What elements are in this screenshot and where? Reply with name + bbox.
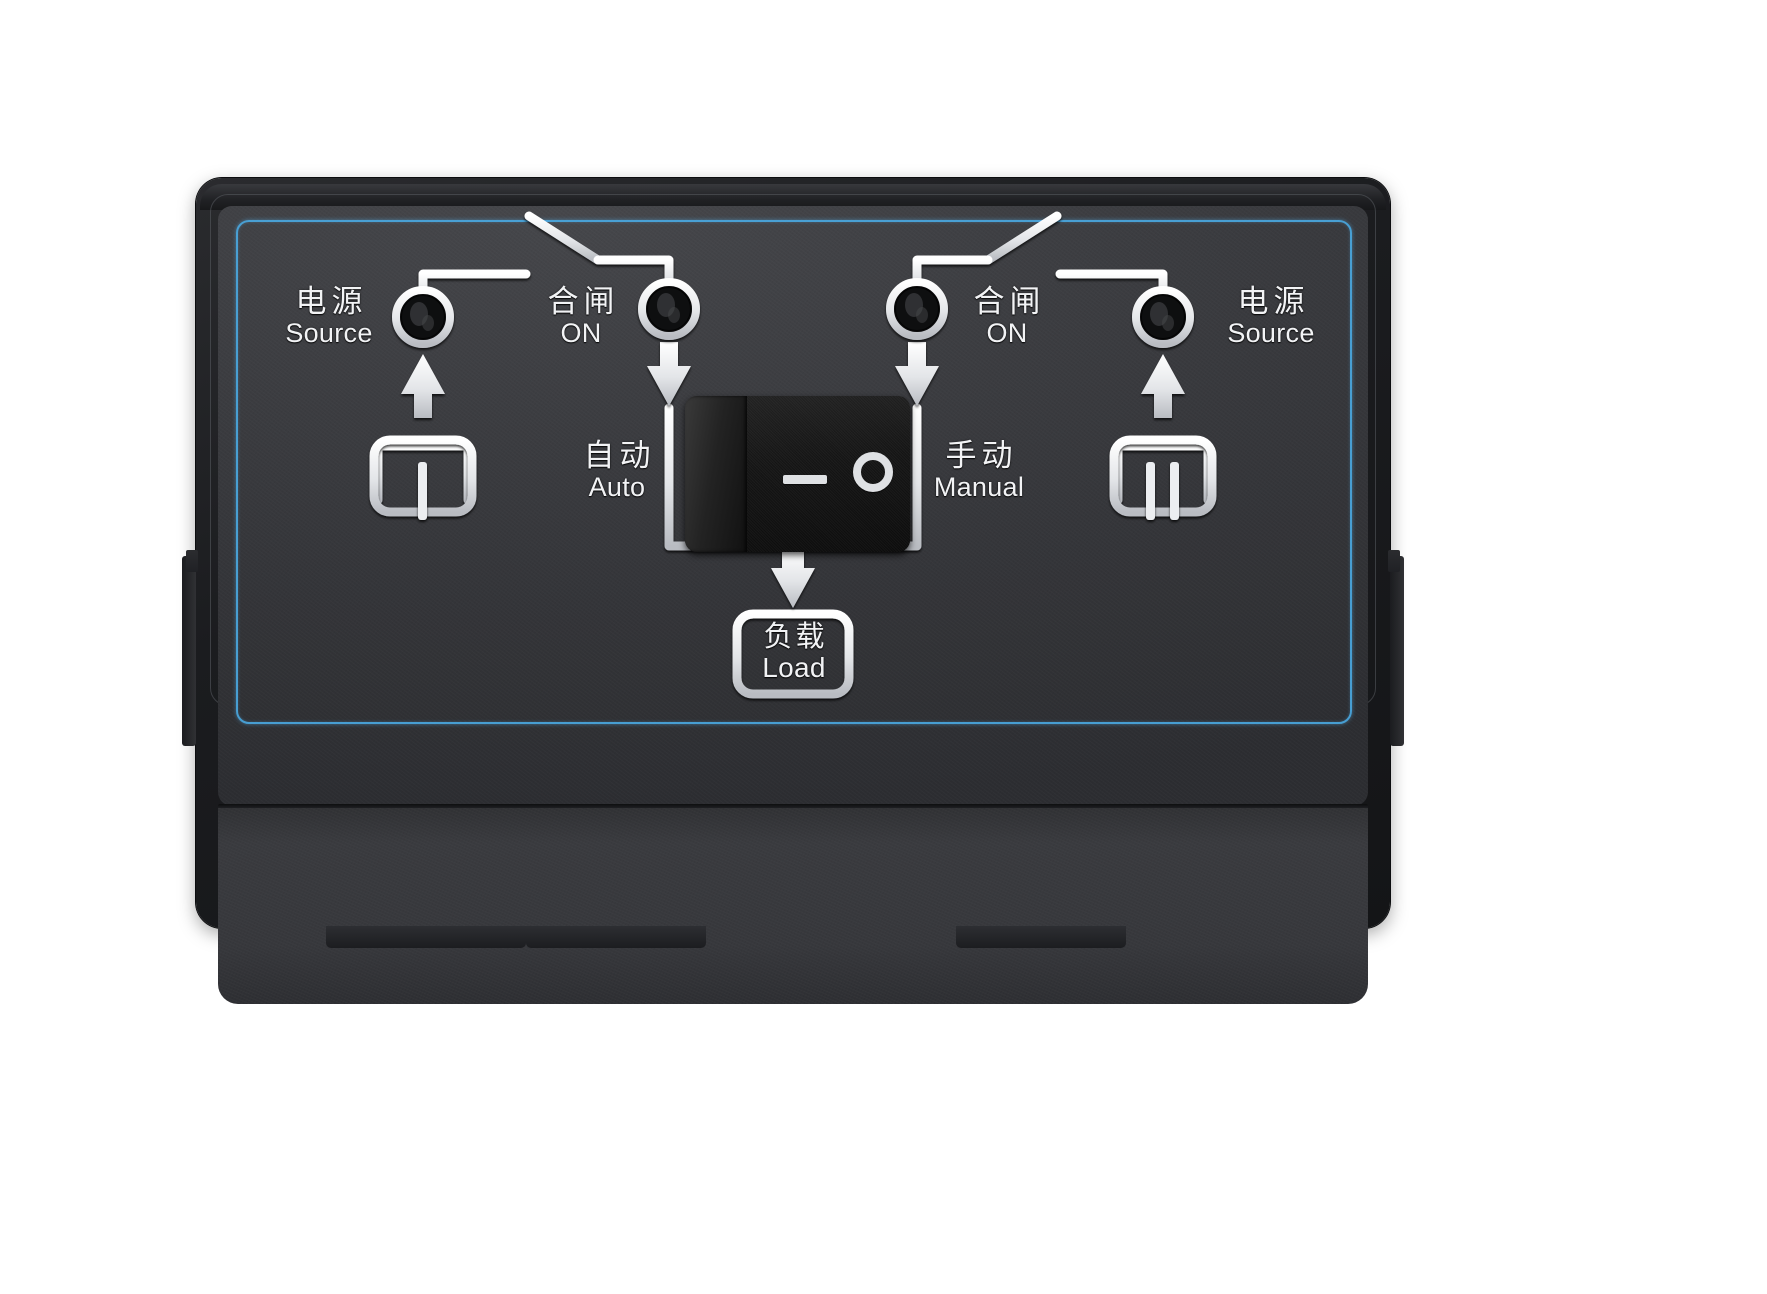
supply-box-two bbox=[1113, 441, 1213, 505]
one-line-diagram bbox=[369, 202, 1217, 699]
side-notch-left bbox=[186, 550, 198, 572]
supply-box-two-outline bbox=[1109, 435, 1217, 517]
arrow-up-source-one bbox=[401, 354, 445, 418]
rocker-dash-icon bbox=[783, 475, 827, 484]
housing-seam bbox=[218, 804, 1368, 809]
side-ear-left bbox=[182, 556, 196, 746]
supply-two-glyph-b bbox=[1170, 462, 1179, 520]
rocker-left-paddle[interactable] bbox=[685, 396, 747, 552]
led-group bbox=[392, 278, 1194, 348]
ats-controller-device: 电源 Source 合闸 ON 自动 Auto 手动 Manual 合闸 ON … bbox=[182, 178, 1404, 1004]
bottom-tab-mid-right bbox=[956, 926, 1126, 948]
arrow-up-source-two bbox=[1141, 354, 1185, 418]
lower-housing bbox=[218, 808, 1368, 1004]
supply-two-glyph-a bbox=[1146, 462, 1155, 520]
load-box-outline bbox=[732, 609, 854, 699]
arrow-down-on-two bbox=[895, 342, 939, 406]
led-on-1 bbox=[638, 278, 700, 340]
bottom-tab-left bbox=[326, 926, 526, 948]
led-source-1 bbox=[392, 286, 454, 348]
led-on-2 bbox=[886, 278, 948, 340]
arrow-down-load bbox=[771, 548, 815, 608]
arrow-down-on-one bbox=[647, 342, 691, 406]
auto-manual-rocker-switch[interactable] bbox=[685, 396, 910, 552]
rocker-circle-icon bbox=[853, 452, 893, 492]
side-notch-right bbox=[1388, 550, 1400, 572]
left-blade-lever bbox=[524, 211, 603, 265]
side-ear-right bbox=[1390, 556, 1404, 746]
bottom-tab-mid-left bbox=[526, 926, 706, 948]
supply-one-glyph bbox=[418, 462, 427, 520]
right-blade-lever bbox=[983, 211, 1062, 265]
led-source-2 bbox=[1132, 286, 1194, 348]
